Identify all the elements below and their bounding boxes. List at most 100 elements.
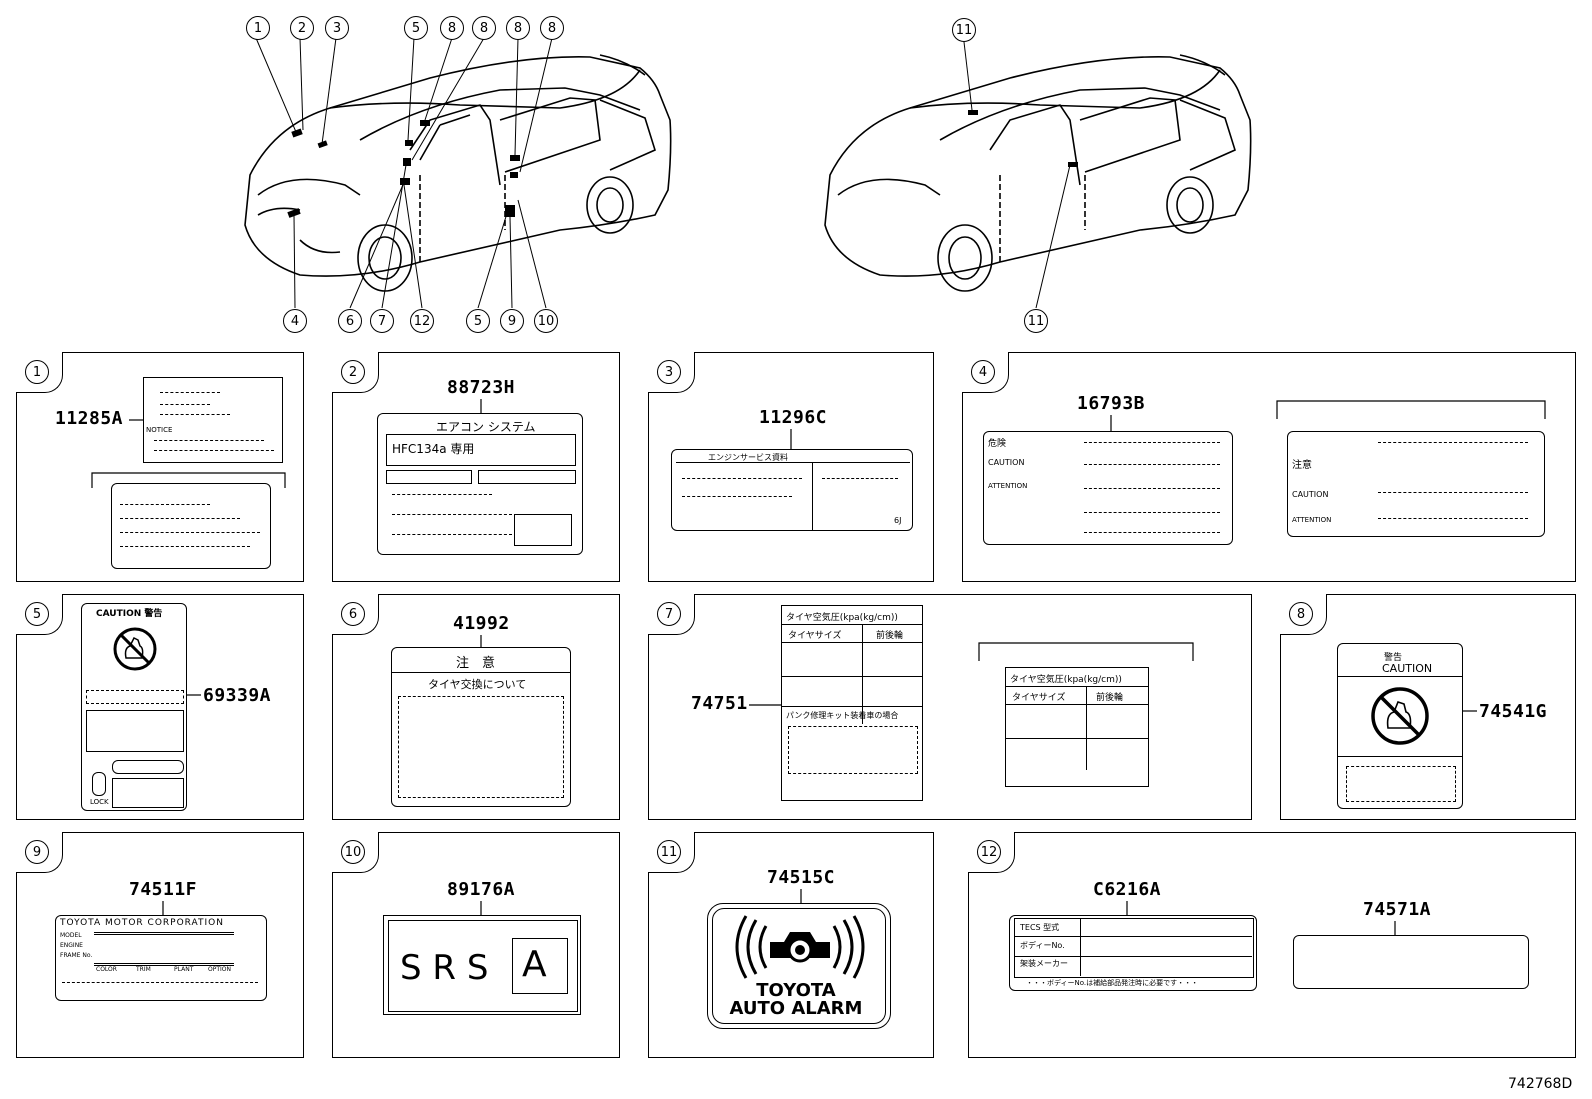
notice-text: NOTICE <box>146 426 173 434</box>
label-c6216a: TECS 型式 ボディーNo. 架装メーカー ・・・ボディーNo.は補給部品発注… <box>1009 915 1257 991</box>
label-title: 注 意 <box>456 656 496 671</box>
callout-8: 8 <box>540 16 564 40</box>
row-maker: 架装メーカー <box>1020 959 1068 968</box>
panel-number: 5 <box>25 602 49 626</box>
brand-text: TOYOTA <box>756 980 836 1001</box>
col-front-rear: 前後輪 <box>876 631 904 641</box>
leader-line <box>790 429 792 449</box>
callout-8: 8 <box>506 16 530 40</box>
panel-number: 11 <box>657 840 681 864</box>
field-model: MODEL <box>60 932 82 939</box>
label-74515c: TOYOTA AUTO ALARM <box>707 903 891 1029</box>
label-title: タイヤ空気圧(kpa(kg/cm)) <box>1010 675 1122 685</box>
row-tecs: TECS 型式 <box>1020 923 1060 932</box>
col-tire-size: タイヤサイズ <box>788 631 842 641</box>
part-number: 41992 <box>453 613 510 634</box>
callout-11: 11 <box>1024 309 1048 333</box>
panel-number: 3 <box>657 360 681 384</box>
panel-9: 9 74511F TOYOTA MOTOR CORPORATION MODEL … <box>16 832 304 1058</box>
auto-alarm-text: AUTO ALARM <box>729 998 863 1019</box>
part-number: 11296C <box>759 407 828 428</box>
lock-label: LOCK <box>90 798 109 806</box>
panel-number: 12 <box>977 840 1001 864</box>
part-number: C6216A <box>1093 879 1162 900</box>
panel-number: 6 <box>341 602 365 626</box>
callout-8: 8 <box>472 16 496 40</box>
label-11296c: エンジンサービス資料 6J <box>671 449 913 531</box>
callout-1: 1 <box>246 16 270 40</box>
part-number: 74541G <box>1479 701 1548 722</box>
label-74571a <box>1293 935 1529 989</box>
panel-6: 6 41992 注 意 タイヤ交換について <box>332 594 620 820</box>
callout-4: 4 <box>283 309 307 333</box>
label-16793b-alt: 注意 CAUTION ATTENTION <box>1287 431 1545 537</box>
row-attention: ATTENTION <box>988 482 1028 490</box>
caution-text: CAUTION <box>1382 662 1433 675</box>
diagram-code: 742768D <box>1508 1076 1573 1092</box>
leader-line <box>749 642 1194 706</box>
part-number: 74515C <box>767 867 836 888</box>
callout-8: 8 <box>440 16 464 40</box>
label-16793b: 危険 CAUTION ATTENTION <box>983 431 1233 545</box>
panel-1: 1 11285A NOTICE <box>16 352 304 582</box>
leader-line <box>480 901 482 915</box>
callout-3: 3 <box>325 16 349 40</box>
label-74541g: 警告 CAUTION <box>1337 643 1463 809</box>
no-touch-icon <box>1371 687 1429 745</box>
label-41992: 注 意 タイヤ交換について <box>391 647 571 807</box>
callout-5: 5 <box>404 16 428 40</box>
panel-number: 4 <box>971 360 995 384</box>
panel-8: 8 警告 CAUTION 74541G <box>1280 594 1576 820</box>
panel-number: 7 <box>657 602 681 626</box>
row-notice: 注意 <box>1292 460 1312 471</box>
panel-5: 5 CAUTION 警告 LOCK 69339A <box>16 594 304 820</box>
label-74751: タイヤ空気圧(kpa(kg/cm)) タイヤサイズ 前後輪 パンク修理キット装着… <box>781 605 923 801</box>
label-title: エアコン システム <box>436 420 536 434</box>
note-text: ・・・ボディーNo.は補給部品発注時に必要です・・・ <box>1026 979 1199 987</box>
caution-header: CAUTION 警告 <box>96 609 163 619</box>
col-front-rear: 前後輪 <box>1096 693 1124 703</box>
field-frame: FRAME No. <box>60 952 93 959</box>
leader-line <box>1126 901 1396 935</box>
bracket <box>91 472 286 488</box>
row-danger: 危険 <box>988 439 1007 449</box>
callout-2: 2 <box>290 16 314 40</box>
panel-7: 7 74751 タイヤ空気圧(kpa(kg/cm)) タイヤサイズ 前後輪 パン… <box>648 594 1252 820</box>
part-number: 11285A <box>55 408 124 429</box>
label-89176a: S R S A <box>383 915 581 1015</box>
callout-11: 11 <box>952 18 976 42</box>
part-number: 88723H <box>447 377 516 398</box>
part-number: 74511F <box>129 879 198 900</box>
row-attention: ATTENTION <box>1292 516 1332 524</box>
leader-line <box>480 635 482 647</box>
label-code: 6J <box>894 516 902 525</box>
callout-9: 9 <box>500 309 524 333</box>
srs-letter: A <box>522 944 547 985</box>
srs-text: S R S <box>400 948 489 988</box>
field-option: OPTION <box>208 966 231 973</box>
leader-line <box>480 399 482 413</box>
field-trim: TRIM <box>136 966 151 973</box>
label-74511f: TOYOTA MOTOR CORPORATION MODEL ENGINE FR… <box>55 915 267 1001</box>
col-tire-size: タイヤサイズ <box>1012 693 1066 703</box>
field-plant: PLANT <box>174 966 194 973</box>
panel-number: 2 <box>341 360 365 384</box>
callout-5: 5 <box>466 309 490 333</box>
field-color: COLOR <box>96 966 117 973</box>
panel-2: 2 88723H エアコン システム HFC134a 専用 <box>332 352 620 582</box>
leader-line <box>129 419 143 421</box>
row-caution: CAUTION <box>1292 490 1329 499</box>
panel-number: 10 <box>341 840 365 864</box>
part-number: 16793B <box>1077 393 1146 414</box>
part-number: 74751 <box>691 693 748 714</box>
panel-number: 1 <box>25 360 49 384</box>
label-88723h: エアコン システム HFC134a 専用 <box>377 413 583 555</box>
maker-text: TOYOTA MOTOR CORPORATION <box>60 918 224 928</box>
callout-12: 12 <box>410 309 434 333</box>
leader-line <box>1463 710 1477 712</box>
leader-line <box>162 901 164 915</box>
row-body-no: ボディーNo. <box>1020 941 1065 950</box>
panel-3: 3 11296C エンジンサービス資料 6J <box>648 352 934 582</box>
callout-6: 6 <box>338 309 362 333</box>
label-74751-alt: タイヤ空気圧(kpa(kg/cm)) タイヤサイズ 前後輪 <box>1005 667 1149 787</box>
